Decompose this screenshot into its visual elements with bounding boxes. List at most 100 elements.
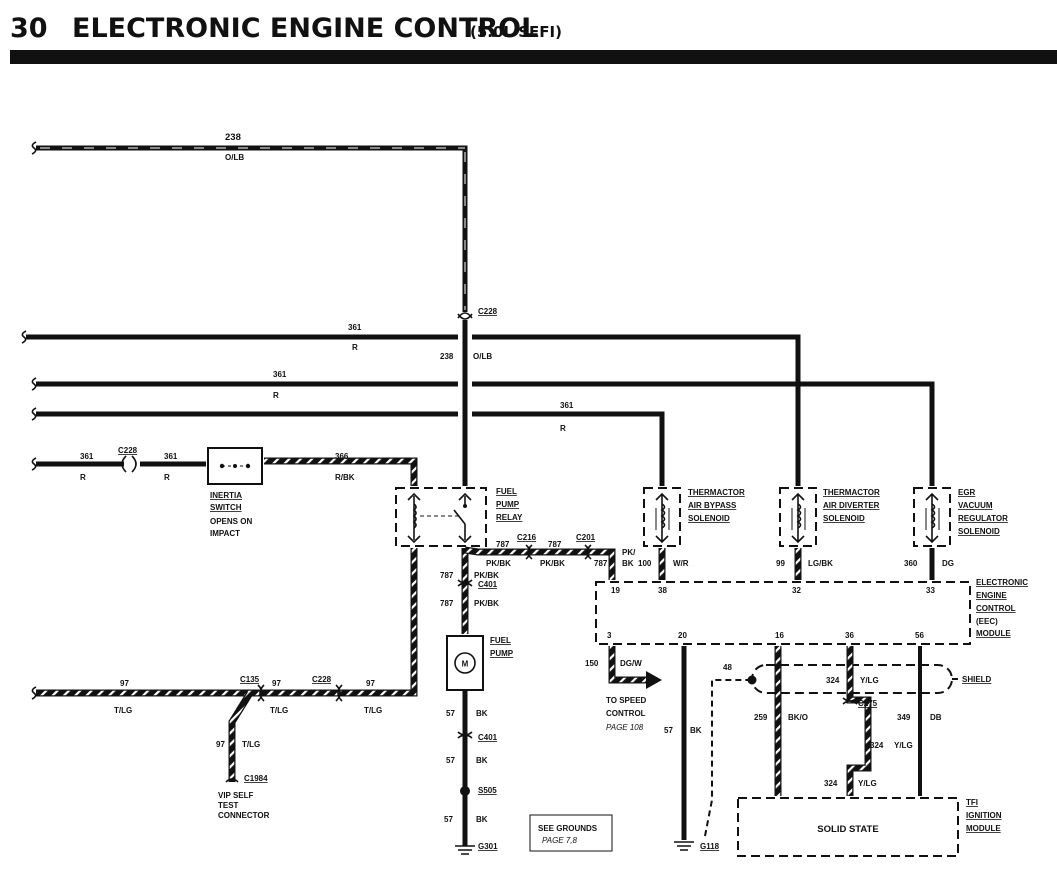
tfi-name-2: IGNITION — [966, 811, 1002, 820]
tfi-body-label: SOLID STATE — [817, 824, 878, 835]
wire-361-to-inertia-switch: 361 R C228 361 R — [31, 446, 206, 482]
wire-97-b-number: 97 — [272, 679, 281, 688]
thermactor-air-bypass-solenoid: THERMACTOR AIR BYPASS SOLENOID — [643, 487, 745, 547]
air-diverter-name-1: THERMACTOR — [823, 488, 880, 497]
speed-control-note-2: CONTROL — [606, 709, 646, 718]
wire-361-b-color: R — [273, 391, 279, 400]
wire-97-d-color: T/LG — [242, 740, 260, 749]
ground-g301-label: G301 — [478, 842, 498, 851]
arrow-right-icon — [646, 671, 662, 689]
eec-module: 19 38 32 33 3 20 16 36 56 ELECTRONIC ENG… — [595, 578, 1028, 645]
inertia-switch-note-2: IMPACT — [210, 529, 240, 538]
fuel-pump-relay-name-2: PUMP — [496, 500, 520, 509]
wire-787-a-number: 787 — [496, 540, 510, 549]
wire-361-to-air-bypass: 361 R — [31, 401, 665, 486]
wire-787-b-number: 787 — [548, 540, 562, 549]
wire-349-color: DB — [930, 713, 942, 722]
wire-99-number: 99 — [776, 559, 785, 568]
eec-name-2: ENGINE — [976, 591, 1007, 600]
air-diverter-name-3: SOLENOID — [823, 514, 865, 523]
tfi-ignition-module: SOLID STATE TFI IGNITION MODULE — [737, 797, 1002, 857]
ground-g301-icon — [455, 845, 475, 855]
wire-787-e-color-2: BK — [622, 559, 634, 568]
inertia-switch-name-2: SWITCH — [210, 503, 242, 512]
ground-g118-label: G118 — [700, 842, 720, 851]
wire-97-c-number: 97 — [366, 679, 375, 688]
wire-324-a-color: Y/LG — [860, 676, 879, 685]
page-number: 30 — [10, 13, 48, 44]
wire-324: 324 Y/LG C275 324 Y/LG 324 Y/LG — [824, 646, 913, 796]
wire-366-color: R/BK — [335, 473, 355, 482]
tfi-name-1: TFI — [966, 798, 978, 807]
see-grounds-page: PAGE 7,8 — [542, 836, 578, 845]
fuel-pump: M FUEL PUMP — [446, 635, 514, 691]
wire-57-c-number: 57 — [444, 815, 453, 824]
air-diverter-name-2: AIR DIVERTER — [823, 501, 880, 510]
eec-name-4: (EEC) — [976, 617, 998, 626]
wire-361-d1-color: R — [80, 473, 86, 482]
fuel-pump-relay: FUEL PUMP RELAY — [395, 487, 523, 547]
connector-c135-label: C135 — [240, 675, 260, 684]
inertia-switch: INERTIA SWITCH OPENS ON IMPACT — [207, 447, 263, 538]
wire-361-to-egr-solenoid: 361 R — [31, 370, 935, 486]
ground-g118-icon — [674, 841, 694, 851]
wire-238-ignition-feed: 238 O/LB — [31, 132, 468, 312]
shield-label: SHIELD — [962, 675, 992, 684]
egr-name-3: REGULATOR — [958, 514, 1008, 523]
air-bypass-name-3: SOLENOID — [688, 514, 730, 523]
wire-366: 366 R/BK — [264, 452, 418, 486]
wire-97-b-color: T/LG — [270, 706, 288, 715]
wire-150-speed-control: 150 DG/W TO SPEED CONTROL PAGE 108 — [585, 646, 662, 732]
solenoid-output-wires: 100 W/R 99 LG/BK 360 DG — [638, 548, 954, 580]
fuel-pump-relay-name-3: RELAY — [496, 513, 523, 522]
wire-238-number: 238 — [225, 132, 241, 143]
connector-c228-top-label: C228 — [478, 307, 498, 316]
eec-pin-56: 56 — [915, 631, 924, 640]
wire-787-c-color: PK/BK — [474, 571, 499, 580]
wire-57-fuel-pump-ground: 57 BK C401 57 BK S505 57 BK G301 — [444, 690, 498, 855]
wire-361-a-color: R — [352, 343, 358, 352]
wire-259: 259 BK/O — [754, 646, 808, 796]
wire-787-d-color: PK/BK — [474, 599, 499, 608]
wire-150-number: 150 — [585, 659, 599, 668]
eec-pin-32: 32 — [792, 586, 801, 595]
see-grounds-note: SEE GROUNDS PAGE 7,8 — [529, 814, 613, 852]
wire-238-color: O/LB — [225, 153, 244, 162]
egr-vacuum-regulator-solenoid: EGR VACUUM REGULATOR SOLENOID — [913, 487, 1008, 547]
wire-99-color: LG/BK — [808, 559, 833, 568]
eec-name-3: CONTROL — [976, 604, 1016, 613]
wire-787: 787 PK/BK C216 787 PK/BK C201 787 PK/ BK… — [440, 533, 636, 634]
wire-150-color: DG/W — [620, 659, 642, 668]
wire-97-c-color: T/LG — [364, 706, 382, 715]
air-bypass-name-1: THERMACTOR — [688, 488, 745, 497]
wire-57-a-number: 57 — [446, 709, 455, 718]
wire-360-number: 360 — [904, 559, 918, 568]
connector-c228-left-label: C228 — [118, 446, 138, 455]
egr-name-1: EGR — [958, 488, 976, 497]
wire-97-a-color: T/LG — [114, 706, 132, 715]
header-rule — [10, 50, 1057, 64]
wire-361-d2-number: 361 — [164, 452, 178, 461]
connector-c228-top: C228 — [457, 307, 498, 320]
air-bypass-name-2: AIR BYPASS — [688, 501, 737, 510]
connector-c201-label: C201 — [576, 533, 596, 542]
eec-pin-20: 20 — [678, 631, 687, 640]
page-subtitle: (5.0L SEFI) — [470, 23, 562, 41]
connector-c1984-label: C1984 — [244, 774, 268, 783]
see-grounds-text: SEE GROUNDS — [538, 824, 598, 833]
wire-787-c-number: 787 — [440, 571, 454, 580]
connector-c216-label: C216 — [517, 533, 537, 542]
eec-pin-19: 19 — [611, 586, 620, 595]
wire-259-number: 259 — [754, 713, 768, 722]
wire-57-b-color: BK — [476, 756, 488, 765]
connector-c275-label: C275 — [858, 699, 878, 708]
wire-259-color: BK/O — [788, 713, 808, 722]
wire-57-c-color: BK — [476, 815, 488, 824]
page-header: 30 ELECTRONIC ENGINE CONTROL (5.0L SEFI) — [10, 13, 1057, 64]
wire-361-c-color: R — [560, 424, 566, 433]
wire-360-color: DG — [942, 559, 954, 568]
eec-name-1: ELECTRONIC — [976, 578, 1028, 587]
wire-97-d-number: 97 — [216, 740, 225, 749]
vip-connector-name-3: CONNECTOR — [218, 811, 270, 820]
egr-name-2: VACUUM — [958, 501, 993, 510]
